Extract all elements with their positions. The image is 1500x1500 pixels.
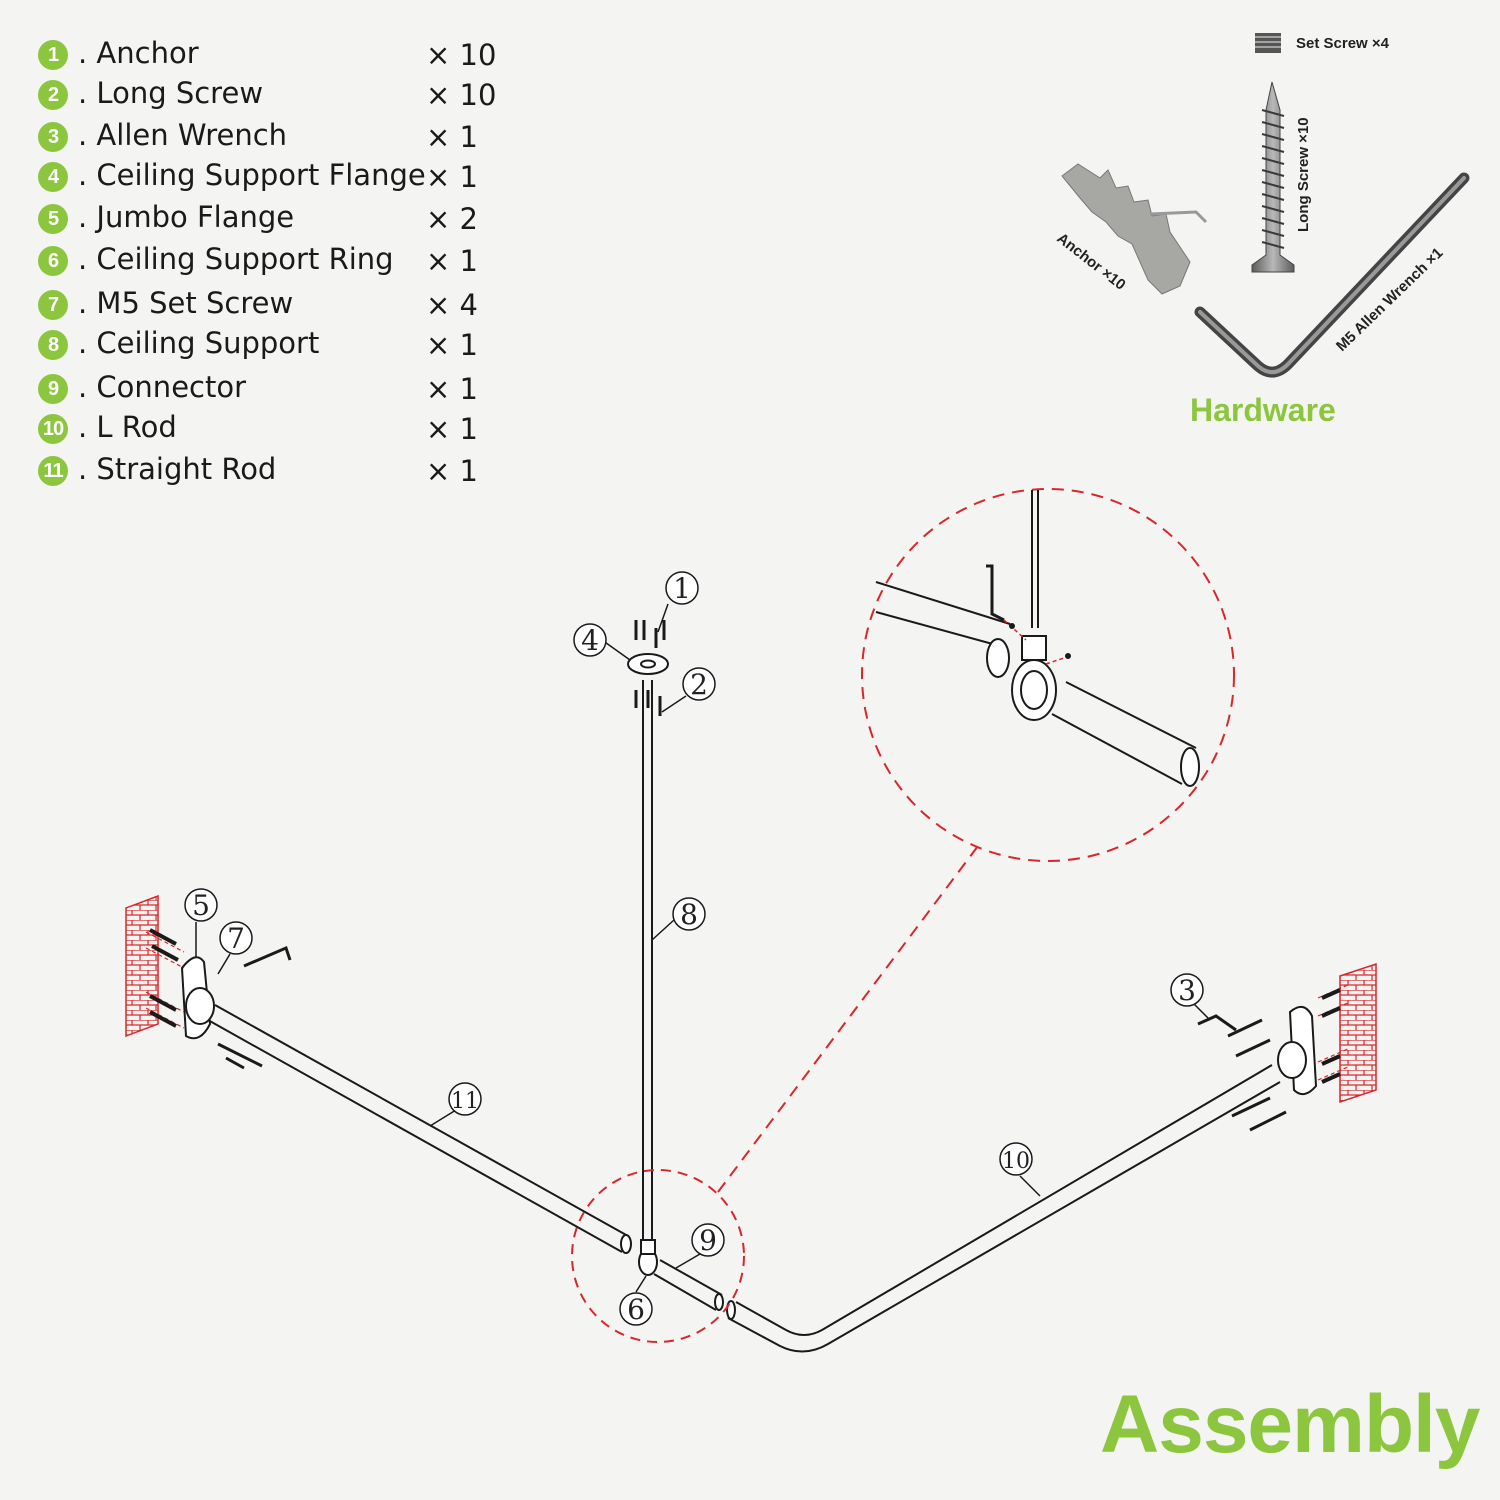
part-quantity: × 1 <box>426 372 478 406</box>
svg-text:6: 6 <box>627 1293 645 1326</box>
part-quantity: × 1 <box>426 328 478 362</box>
part-number-badge: 11 <box>38 456 68 486</box>
part-number-badge: 6 <box>38 246 68 276</box>
part-row: 1 . Anchor × 10 <box>36 34 516 74</box>
set-screw-label: Set Screw ×4 <box>1296 35 1390 52</box>
svg-text:3: 3 <box>1178 974 1196 1007</box>
part-name: . Ceiling Support Flange <box>78 158 426 192</box>
part-name: . M5 Set Screw <box>78 286 294 320</box>
detail-zoom-content <box>875 490 1200 787</box>
part-name: . Allen Wrench <box>78 118 288 152</box>
part-quantity: × 1 <box>426 412 478 446</box>
callout-8: 8 <box>672 897 706 931</box>
part-number-badge: 7 <box>38 290 68 320</box>
part-row: 8 . Ceiling Support × 1 <box>36 324 516 364</box>
hardware-title: Hardware <box>1190 392 1336 428</box>
right-wall-mount <box>1197 962 1377 1132</box>
part-name: . Ceiling Support <box>78 326 320 360</box>
hardware-allen-wrench-icon <box>1194 172 1470 378</box>
part-quantity: × 1 <box>426 244 478 278</box>
svg-text:10: 10 <box>1002 1149 1030 1174</box>
part-quantity: × 10 <box>426 38 497 72</box>
svg-text:11: 11 <box>451 1089 479 1114</box>
ceiling-support-rod <box>642 680 653 1240</box>
callout-3: 3 <box>1170 973 1204 1007</box>
anchor-label: Anchor ×10 <box>1054 230 1129 294</box>
part-number-badge: 8 <box>38 330 68 360</box>
part-name: . Long Screw <box>78 76 264 110</box>
callout-4: 4 <box>573 623 607 657</box>
part-row: 9 . Connector × 1 <box>36 368 516 408</box>
detail-zoom-outline <box>571 488 1235 1343</box>
part-quantity: × 2 <box>426 202 478 236</box>
part-name: . Anchor <box>78 36 199 70</box>
part-number-badge: 10 <box>38 414 68 444</box>
part-row: 6 . Ceiling Support Ring × 1 <box>36 240 516 280</box>
part-number-badge: 1 <box>38 40 68 70</box>
callout-7: 7 <box>219 921 253 955</box>
l-rod <box>726 1064 1281 1353</box>
part-quantity: × 10 <box>426 78 497 112</box>
svg-text:1: 1 <box>673 572 691 605</box>
part-row: 5 . Jumbo Flange × 2 <box>36 198 516 238</box>
part-row: 10 . L Rod × 1 <box>36 408 516 448</box>
callout-6: 6 <box>619 1292 653 1326</box>
part-quantity: × 1 <box>426 160 478 194</box>
part-quantity: × 4 <box>426 288 478 322</box>
ceiling-support-ring <box>638 1239 658 1276</box>
long-screw-label: Long Screw ×10 <box>1295 117 1312 232</box>
svg-text:2: 2 <box>690 668 708 701</box>
part-quantity: × 1 <box>426 120 478 154</box>
callout-1: 1 <box>665 571 699 605</box>
hardware-long-screw-icon <box>1251 81 1295 273</box>
callout-9: 9 <box>691 1223 725 1257</box>
left-wall-mount <box>125 894 292 1070</box>
part-number-badge: 3 <box>38 122 68 152</box>
part-row: 4 . Ceiling Support Flange× 1 <box>36 156 516 196</box>
part-number-badge: 9 <box>38 374 68 404</box>
callout-5: 5 <box>184 888 218 922</box>
part-name: . Straight Rod <box>78 452 277 486</box>
svg-text:8: 8 <box>680 898 698 931</box>
part-row: 7 . M5 Set Screw × 4 <box>36 284 516 324</box>
callout-leaders <box>195 603 1211 1293</box>
connector-rod <box>653 1259 724 1311</box>
part-row: 2 . Long Screw × 10 <box>36 74 516 114</box>
callout-2: 2 <box>682 667 716 701</box>
svg-text:5: 5 <box>192 889 210 922</box>
callout-11: 11 <box>448 1082 482 1116</box>
part-number-badge: 2 <box>38 80 68 110</box>
part-name: . Jumbo Flange <box>78 200 295 234</box>
part-row: 3 . Allen Wrench × 1 <box>36 116 516 156</box>
svg-text:9: 9 <box>699 1224 717 1257</box>
part-number-badge: 5 <box>38 204 68 234</box>
straight-rod <box>207 1004 632 1254</box>
part-row: 11 . Straight Rod × 1 <box>36 450 516 490</box>
callout-10: 10 <box>999 1142 1033 1176</box>
hardware-set-screw-icon <box>1255 33 1281 53</box>
assembly-title: Assembly <box>1100 1379 1480 1470</box>
part-name: . L Rod <box>78 410 177 444</box>
part-quantity: × 1 <box>426 454 478 488</box>
hardware-anchor-icon <box>1061 163 1208 295</box>
ceiling-flange <box>627 620 669 716</box>
part-name: . Ceiling Support Ring <box>78 242 394 276</box>
svg-text:4: 4 <box>581 624 599 657</box>
part-number-badge: 4 <box>38 162 68 192</box>
svg-text:7: 7 <box>227 922 245 955</box>
part-name: . Connector <box>78 370 247 404</box>
